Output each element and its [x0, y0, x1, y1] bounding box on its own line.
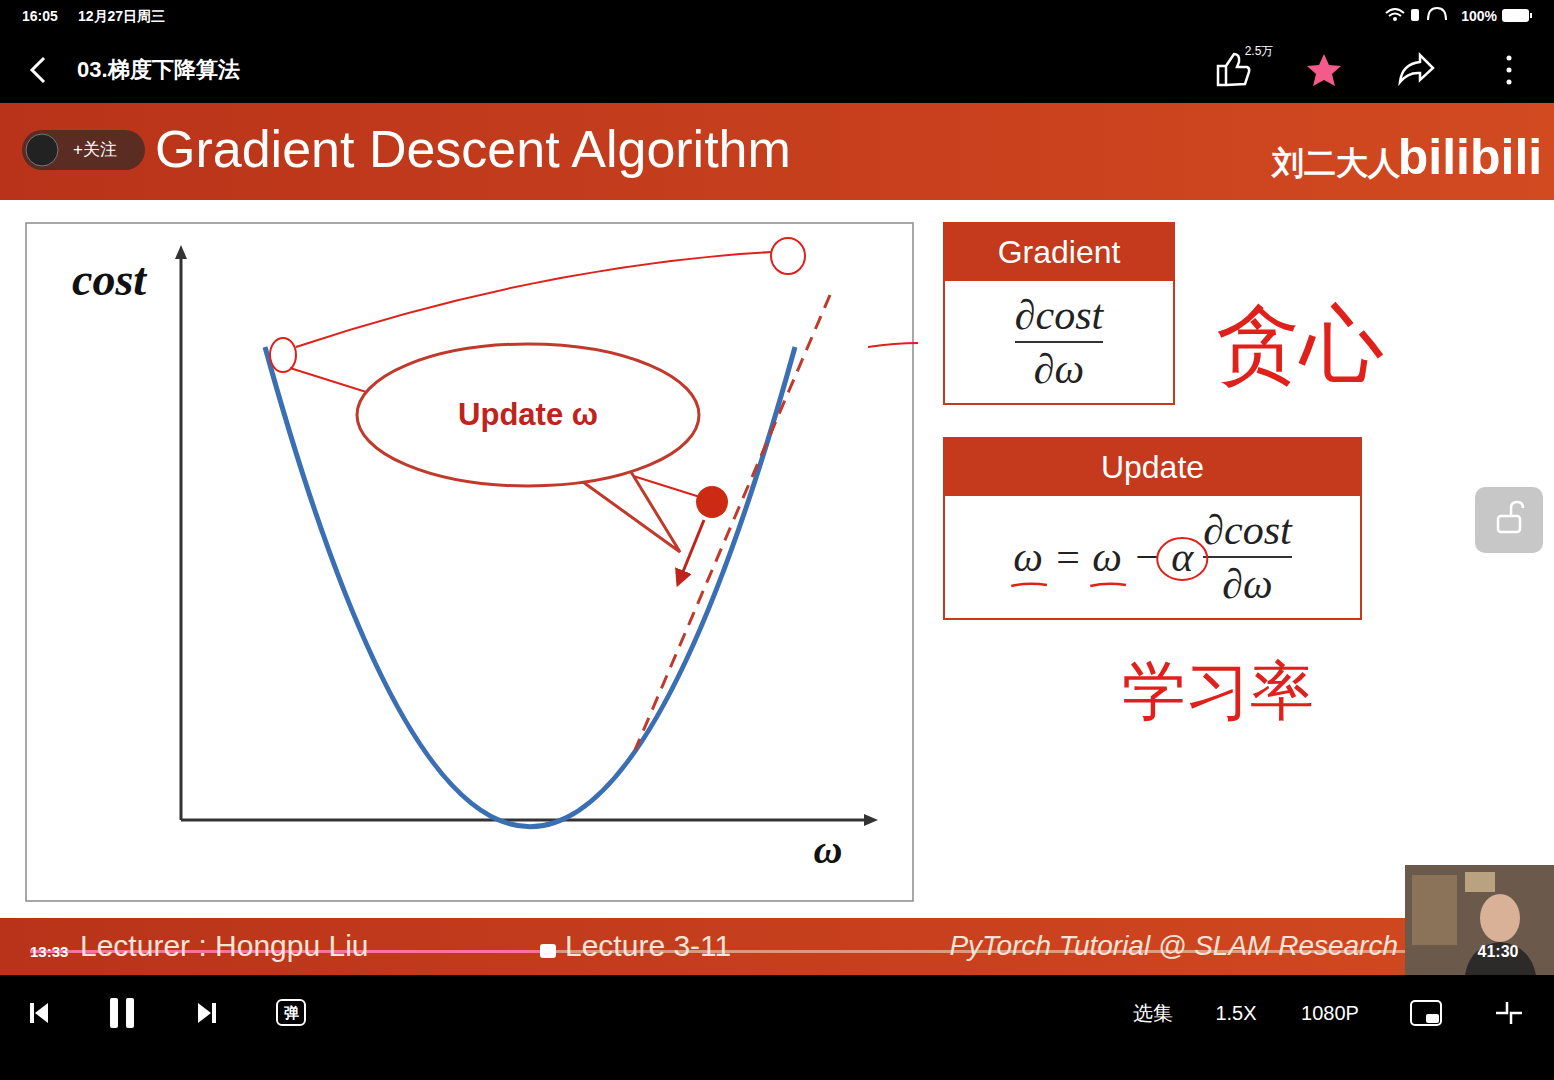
clock: 16:05 [22, 8, 58, 24]
axis-label: cost [72, 254, 146, 307]
tangent-line [635, 295, 830, 750]
wifi-icon [1386, 9, 1404, 16]
fraction: ∂cost ∂ω [1015, 291, 1103, 393]
battery-icon [1502, 9, 1529, 22]
numerator: ∂cost [1015, 291, 1103, 339]
more-dot [1507, 80, 1512, 85]
lecture-number: Lecture 3-11 [565, 929, 731, 964]
ink-circle [270, 338, 296, 372]
box-body: ∂cost ∂ω [945, 281, 1173, 403]
slide-ground [0, 200, 1554, 918]
next-icon [198, 1003, 211, 1023]
fullscreen-icon [1496, 1002, 1522, 1024]
follow-button: +关注 [73, 140, 117, 160]
speed-button: 1.5X [1215, 1002, 1256, 1025]
pip-icon [1426, 1014, 1439, 1023]
lecturer-head [1480, 894, 1520, 942]
prev-icon [35, 1003, 48, 1023]
more-dot [1507, 68, 1512, 73]
bubble-text: Update ω [458, 397, 598, 433]
x-axis-head [864, 814, 878, 826]
more-dot [1507, 56, 1512, 61]
headphone-icon [1428, 8, 1446, 20]
battery-level: 100% [1461, 8, 1497, 24]
box-header: Gradient [945, 224, 1173, 281]
author-name: 刘二大人 [1272, 145, 1400, 182]
pip-icon [1411, 1001, 1441, 1025]
control-bar [0, 975, 1554, 1080]
follow-pill [22, 130, 145, 170]
fraction-bar [1015, 341, 1103, 343]
episodes-button: 选集 [1133, 1002, 1173, 1025]
progress-thumb [540, 944, 556, 958]
handwritten-note: 贪心 [1216, 297, 1384, 394]
numerator: ∂cost [1203, 506, 1291, 554]
x-axis [181, 819, 866, 822]
ink-stroke [868, 343, 918, 347]
handwritten-note: 学习率 [1122, 655, 1314, 729]
lock-glyph [1511, 502, 1523, 516]
slide-title: Gradient Descent Algorithm [155, 120, 791, 180]
back-icon [32, 58, 44, 82]
y-axis-head [175, 245, 187, 259]
denominator: ∂ω [1222, 560, 1272, 608]
plot-frame [26, 223, 913, 901]
y-axis [180, 256, 183, 820]
favorite-star [1307, 54, 1341, 86]
total-time: 41:30 [1478, 943, 1519, 961]
box-body: ω = ω − α∂cost ∂ω [945, 496, 1360, 618]
current-point [696, 486, 728, 518]
like-count: 2.5万 [1245, 45, 1274, 59]
share-icon [1400, 55, 1433, 82]
danmaku-icon [277, 1000, 305, 1025]
avatar [26, 134, 58, 166]
formula-box: Gradient ∂cost ∂ω [943, 222, 1175, 405]
lock-icon [1411, 9, 1419, 21]
box-heading: Update [1101, 449, 1204, 486]
prev-icon [30, 1003, 34, 1023]
site-logo: bilibili [1398, 129, 1542, 187]
course-credit: PyTorch Tutorial @ SLAM Research [949, 930, 1398, 962]
app-bar [0, 0, 1554, 103]
axis-label: ω [814, 827, 843, 873]
lecturer-body [1465, 942, 1536, 975]
title-band [0, 103, 1554, 200]
bubble-ellipse [357, 344, 699, 486]
battery-tip [1530, 13, 1532, 18]
like-icon [1218, 54, 1249, 85]
denominator: ∂ω [1034, 345, 1084, 393]
formula-box: Update ω = ω − α∂cost ∂ω [943, 437, 1362, 620]
wifi-dot [1393, 17, 1397, 21]
ink-circle [771, 238, 805, 274]
pause-icon [110, 998, 118, 1028]
pause-icon [126, 998, 134, 1028]
fraction-bar [1203, 556, 1291, 558]
bookshelf [1412, 875, 1457, 945]
box-header: Update [945, 439, 1360, 496]
lock-button [1475, 487, 1543, 553]
video-title: 03.梯度下降算法 [77, 57, 240, 82]
lock-glyph [1498, 516, 1520, 532]
lecturer-credit: Lecturer : Hongpu Liu [80, 929, 369, 964]
ink-stroke [296, 252, 772, 347]
current-time: 13:33 [30, 943, 68, 960]
formula-text: ω = ω − α [1013, 533, 1193, 581]
date: 12月27日周三 [78, 8, 165, 24]
box-heading: Gradient [998, 234, 1121, 271]
descent-arrow [678, 520, 704, 584]
next-icon [212, 1003, 216, 1023]
fraction: ∂cost ∂ω [1203, 506, 1291, 608]
shelf-item [1465, 872, 1495, 892]
danmaku-glyph: 弹 [284, 1004, 299, 1021]
cost-curve [265, 347, 795, 827]
footer-band [0, 918, 1554, 975]
quality-button: 1080P [1301, 1002, 1359, 1025]
speech-bubble: Update ω [357, 344, 699, 486]
webcam-view [1405, 865, 1554, 975]
